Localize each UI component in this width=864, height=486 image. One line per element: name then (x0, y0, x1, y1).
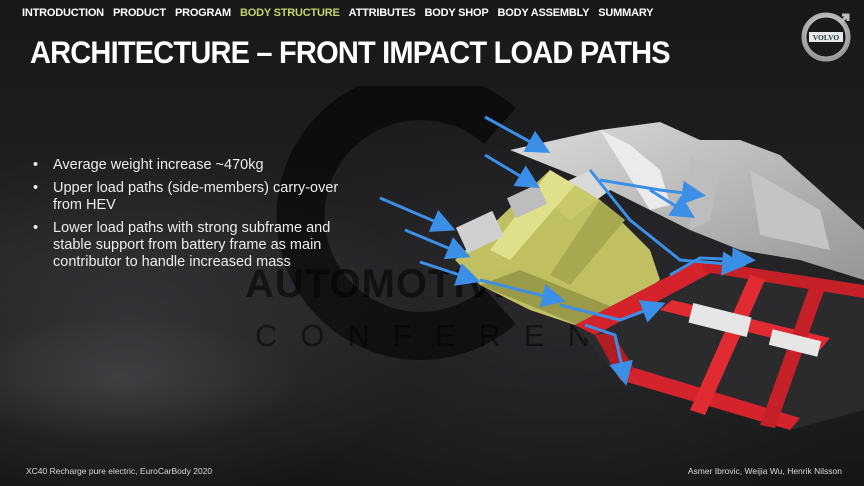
load-arrow (669, 247, 756, 277)
load-arrow (559, 300, 666, 323)
nav-item-attributes[interactable]: ATTRIBUTES (348, 7, 416, 19)
load-arrow (419, 260, 481, 286)
volvo-logo-text: VOLVO (813, 33, 840, 42)
load-path-arrows (379, 115, 756, 386)
front-load-path-diagram (379, 115, 864, 430)
bullet-item: •Upper load paths (side-members) carry-o… (33, 180, 339, 213)
top-navigation: INTRODUCTION PRODUCT PROGRAM BODY STRUCT… (22, 7, 654, 19)
bullet-item: •Lower load paths with strong subframe a… (33, 220, 331, 270)
nav-item-summary[interactable]: SUMMARY (598, 7, 654, 19)
nav-item-body-assembly[interactable]: BODY ASSEMBLY (497, 7, 590, 19)
footer-presentation-info: XC40 Recharge pure electric, EuroCarBody… (26, 466, 213, 476)
bullet-list: •Average weight increase ~470kg •Upper l… (33, 157, 363, 277)
load-arrow (599, 178, 706, 205)
load-arrow (584, 323, 633, 386)
load-arrow (588, 169, 746, 276)
load-arrow (484, 153, 541, 189)
load-arrow (484, 115, 551, 153)
bullet-item: •Average weight increase ~470kg (33, 157, 264, 173)
load-arrow (479, 278, 566, 308)
nav-item-program[interactable]: PROGRAM (174, 7, 231, 19)
slide-title: ARCHITECTURE – FRONT IMPACT LOAD PATHS (30, 36, 671, 71)
front-subframe (455, 170, 660, 330)
nav-item-introduction[interactable]: INTRODUCTION (22, 7, 104, 19)
load-arrow (649, 188, 696, 219)
load-arrow (404, 228, 471, 260)
nav-item-body-shop[interactable]: BODY SHOP (424, 7, 489, 19)
nav-item-body-structure[interactable]: BODY STRUCTURE (239, 7, 340, 19)
footer-authors: Asmer Ibrovic, Weijia Wu, Henrik Nilsson (687, 466, 842, 476)
volvo-logo: VOLVO (801, 12, 851, 62)
load-arrow (379, 196, 456, 232)
nav-item-product[interactable]: PRODUCT (112, 7, 166, 19)
